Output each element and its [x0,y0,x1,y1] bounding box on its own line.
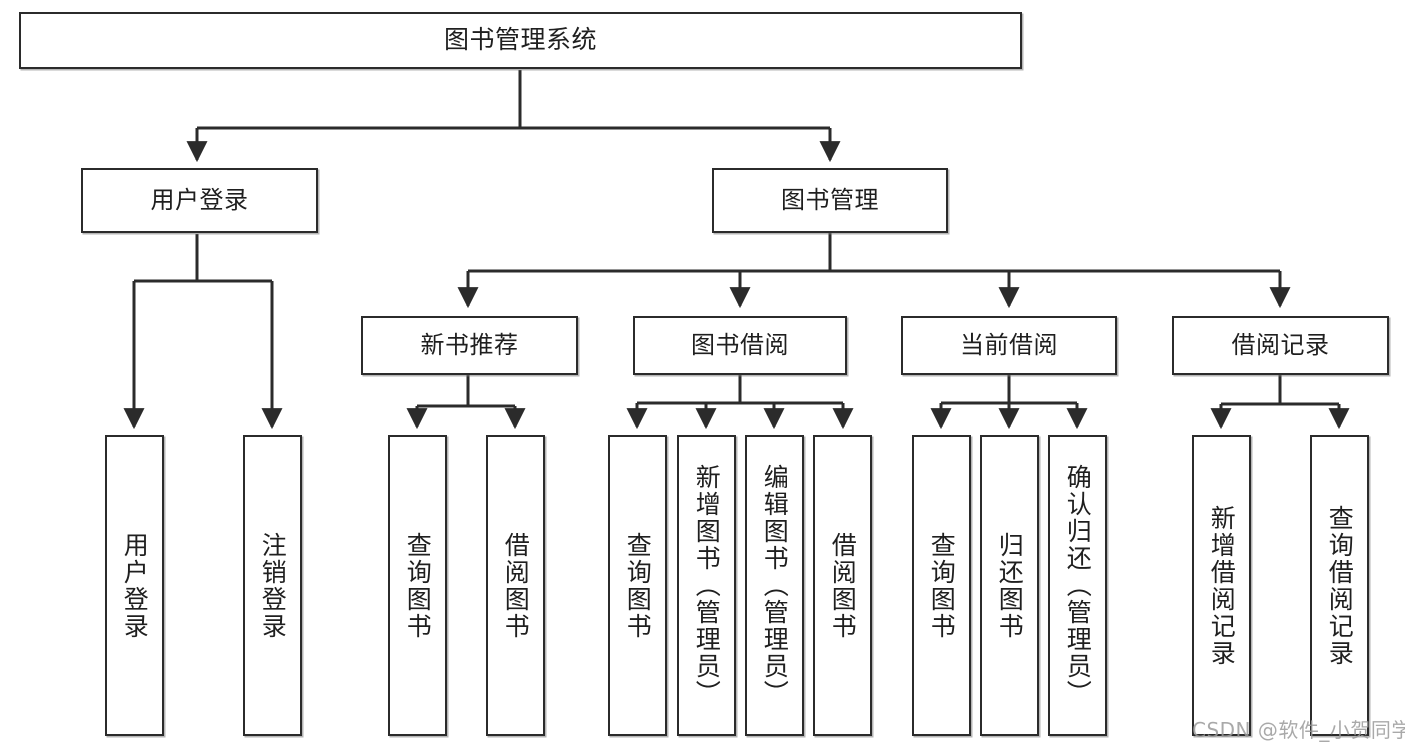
leaf-query-book-2[interactable]: 查询图书 [608,435,667,736]
node-book-management[interactable]: 图书管理 [712,168,948,233]
node-root[interactable]: 图书管理系统 [19,12,1022,69]
watermark-text: CSDN @软件_小贺同学 [1192,718,1405,742]
leaf-query-record-label: 查询借阅记录 [1325,504,1355,667]
node-new-book-recommend-label: 新书推荐 [420,330,519,359]
leaf-logout-login-label: 注销登录 [258,531,288,640]
node-new-book-recommend[interactable]: 新书推荐 [361,316,578,375]
node-borrow-record-label: 借阅记录 [1231,330,1330,359]
leaf-user-login[interactable]: 用户登录 [105,435,164,736]
leaf-edit-book[interactable]: 编辑图书（管理员） [745,435,804,736]
leaf-query-record[interactable]: 查询借阅记录 [1310,435,1369,736]
node-book-borrow[interactable]: 图书借阅 [633,316,847,375]
leaf-add-record[interactable]: 新增借阅记录 [1192,435,1251,736]
node-user-login-label: 用户登录 [150,185,249,214]
leaf-query-book-1[interactable]: 查询图书 [388,435,447,736]
leaf-logout-login[interactable]: 注销登录 [243,435,302,736]
leaf-borrow-book-1-label: 借阅图书 [501,531,531,640]
node-user-login[interactable]: 用户登录 [81,168,318,233]
node-current-borrow[interactable]: 当前借阅 [901,316,1117,375]
leaf-return-book[interactable]: 归还图书 [980,435,1039,736]
leaf-query-book-3-label: 查询图书 [927,531,957,640]
leaf-add-book-label: 新增图书（管理员） [692,464,722,707]
leaf-query-book-1-label: 查询图书 [403,531,433,640]
leaf-confirm-return-label: 确认归还（管理员） [1063,464,1093,707]
node-root-label: 图书管理系统 [443,25,597,55]
leaf-confirm-return[interactable]: 确认归还（管理员） [1048,435,1107,736]
leaf-add-book[interactable]: 新增图书（管理员） [677,435,736,736]
node-book-management-label: 图书管理 [781,185,879,214]
leaf-edit-book-label: 编辑图书（管理员） [760,464,790,707]
leaf-add-record-label: 新增借阅记录 [1207,504,1237,667]
leaf-borrow-book-2-label: 借阅图书 [828,531,858,640]
leaf-return-book-label: 归还图书 [995,531,1025,640]
node-borrow-record[interactable]: 借阅记录 [1172,316,1389,375]
node-current-borrow-label: 当前借阅 [960,330,1058,359]
leaf-borrow-book-1[interactable]: 借阅图书 [486,435,545,736]
leaf-user-login-label: 用户登录 [120,531,150,640]
leaf-borrow-book-2[interactable]: 借阅图书 [813,435,872,736]
leaf-query-book-3[interactable]: 查询图书 [912,435,971,736]
node-book-borrow-label: 图书借阅 [691,330,789,359]
leaf-query-book-2-label: 查询图书 [623,531,653,640]
